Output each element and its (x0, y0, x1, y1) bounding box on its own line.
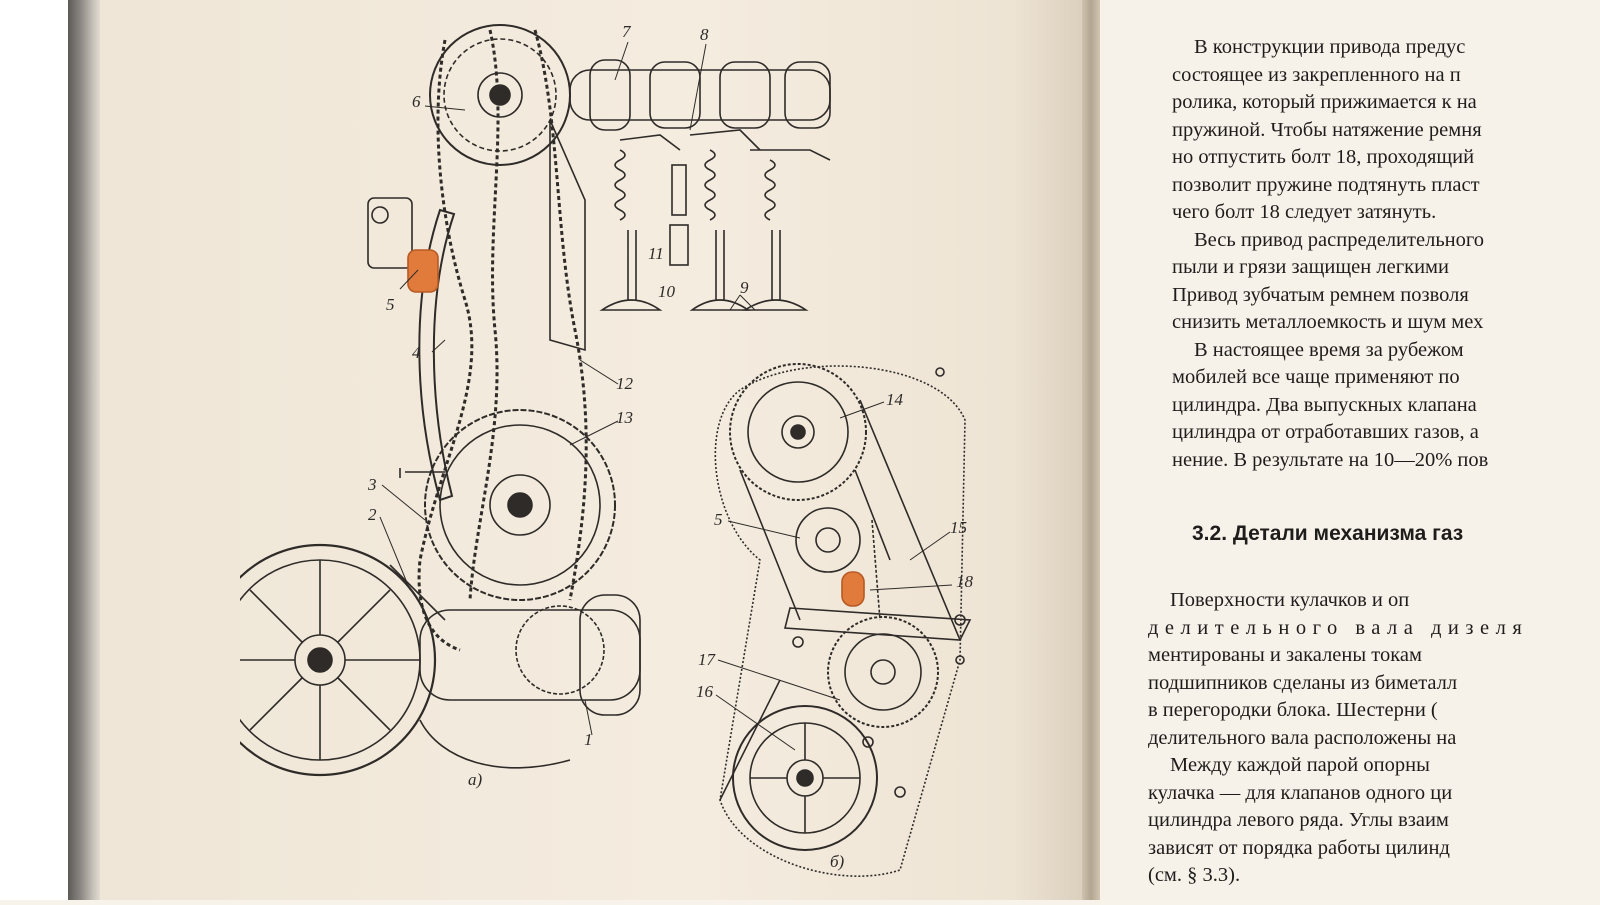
belt-tensioner (795, 507, 861, 573)
camshaft (569, 59, 831, 131)
crankshaft (419, 609, 641, 701)
text-line: делительного вала расположены на (1148, 726, 1457, 749)
belt-cover (714, 365, 966, 877)
text-line: В настоящее время за рубежом (1194, 338, 1464, 361)
text-line: подшипников сделаны из биметалл (1148, 671, 1458, 694)
callout-15: 15 (950, 518, 967, 537)
text-line: зависят от порядка работы цилинд (1148, 836, 1450, 859)
engine-timing-figure: 1 2 3 4 5 6 7 8 9 10 11 12 13 а) 5 14 15… (203, 0, 1040, 905)
text-column-bottom: Поверхности кулачков и оп делительного в… (1148, 586, 1528, 889)
text-line: делительного вала дизеля (1148, 616, 1529, 639)
text-line: кулачка — для клапанов одного ци (1148, 781, 1453, 804)
text-line: состоящее из закрепленного на п (1172, 63, 1461, 86)
text-line: пружиной. Чтобы натяжение ремня (1172, 118, 1482, 141)
callout-3: 3 (368, 475, 377, 494)
text-line: ментированы и закалены токам (1148, 644, 1422, 666)
callout-10: 10 (658, 282, 675, 301)
text-line: снизить металлоемкость и шум мех (1172, 311, 1484, 333)
tensioner-shoe (418, 208, 456, 502)
caption-b: б) (830, 852, 845, 871)
intermediate-pulley (827, 616, 939, 728)
callout-5a: 5 (386, 295, 395, 314)
callout-6: 6 (412, 92, 421, 111)
text-line: нение. В результате на 10—20% пов (1172, 448, 1489, 471)
section-heading: 3.2. Детали механизма газ (1192, 522, 1464, 545)
callout-18: 18 (956, 572, 973, 591)
callout-14: 14 (886, 390, 903, 409)
timing-belt (719, 399, 961, 801)
callout-16: 16 (696, 682, 713, 701)
book-gutter (1082, 0, 1102, 900)
valve-springs (614, 129, 831, 266)
callout-12: 12 (616, 374, 633, 393)
text-line: позволит пружине подтянуть пласт (1172, 173, 1480, 196)
left-page (100, 0, 1092, 900)
callout-7: 7 (622, 22, 631, 41)
text-line: (см. § 3.3). (1148, 864, 1241, 886)
camshaft-pulley (729, 363, 867, 501)
text-line: пыли и грязи защищен легкими (1172, 256, 1449, 278)
book-edge-shadow (68, 0, 102, 900)
figure-b-drawing (714, 363, 972, 877)
callout-13: 13 (616, 408, 633, 427)
text-line: в перегородки блока. Шестерни ( (1148, 699, 1438, 721)
callout-8: 8 (700, 25, 709, 44)
scan-margin (0, 0, 72, 900)
callout-1: 1 (584, 730, 593, 749)
text-line: цилиндра от отработавших газов, а (1172, 421, 1479, 443)
valves (599, 230, 809, 311)
text-line: В конструкции привода предус (1194, 36, 1466, 58)
tensioner-bolt-highlight (841, 571, 865, 607)
intermediate-sprocket (424, 409, 616, 601)
text-line: ролика, который прижимается к на (1172, 91, 1477, 113)
callout-4: 4 (412, 343, 421, 362)
text-line: Между каждой парой опорны (1170, 754, 1430, 776)
text-line: чего болт 18 следует затянуть. (1172, 201, 1437, 223)
right-page (1100, 0, 1600, 900)
crankshaft-pulley-b (732, 705, 878, 851)
callout-11: 11 (648, 244, 664, 263)
text-column-top: В конструкции привода предус состоящее и… (1172, 34, 1600, 474)
tensioner-highlight (407, 249, 439, 293)
text-line: Поверхности кулачков и оп (1170, 589, 1410, 611)
text-line: но отпустить болт 18, проходящий (1172, 146, 1475, 168)
caption-a: а) (468, 770, 483, 789)
callout-17: 17 (698, 650, 715, 669)
callout-9: 9 (740, 278, 749, 297)
callout-5b: 5 (714, 510, 723, 529)
leader-lines (379, 41, 953, 751)
text-line: мобилей все чаще применяют по (1172, 366, 1460, 388)
text-line: Весь привод распределительного (1194, 228, 1485, 251)
text-line: цилиндра левого ряда. Углы взаим (1148, 809, 1449, 831)
figure-a-drawing (203, 24, 831, 777)
text-line: цилиндра. Два выпускных клапана (1172, 393, 1477, 416)
text-line: Привод зубчатым ремнем позволя (1172, 283, 1469, 306)
callout-2: 2 (368, 505, 377, 524)
